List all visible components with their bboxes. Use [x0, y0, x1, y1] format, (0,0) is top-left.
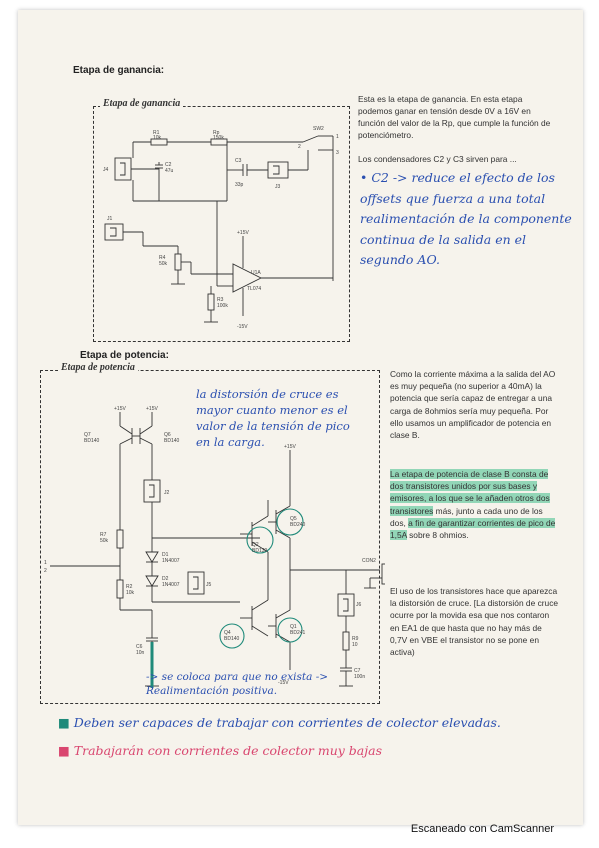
power-c6-value: 10n	[136, 650, 145, 656]
note-green-text: Deben ser capaces de trabajar con corrie…	[73, 715, 501, 730]
power-c7-value: 100n	[354, 674, 365, 680]
gain-r4-value: 50k	[159, 261, 168, 267]
gain-r3-label: R3	[217, 297, 224, 303]
gain-node-2: 2	[298, 144, 301, 150]
power-q6-label: Q6	[164, 432, 171, 438]
power-paragraph-2: La etapa de potencia de clase B consta d…	[390, 468, 560, 541]
gain-paragraph: Esta es la etapa de ganancia. En esta et…	[358, 94, 551, 140]
scanned-page: Etapa de ganancia: Etapa de ganancia	[18, 10, 583, 825]
power-q4-type: BD140	[224, 636, 240, 642]
gain-handwritten-note: • C2 -> reduce el efecto de los offsets …	[360, 170, 572, 267]
power-c7-label: C7	[354, 668, 361, 674]
gain-node-3: 3	[336, 150, 339, 156]
power-q7-type: BD140	[84, 438, 100, 444]
power-j5-label: J5	[206, 582, 212, 588]
power-vplus-3: +15V	[284, 444, 296, 450]
power-vminus: -15V	[278, 680, 289, 686]
gain-schematic: R1 10k Rp 150k SW2 1 2 3 C3 33p J3 C2 47…	[103, 126, 339, 330]
gain-rp-label: Rp	[213, 130, 220, 136]
power-q2-type: BD139	[252, 548, 268, 554]
gain-condensers-line: Los condensadores C2 y C3 sirven para ..…	[358, 154, 517, 164]
note-pink-bullet: ■ Trabajarán con corrientes de colector …	[58, 743, 382, 758]
gain-u1-label: U1A	[251, 270, 261, 276]
power-q5-label: Q5	[290, 516, 297, 522]
gain-c3-label: C3	[235, 158, 242, 164]
power-q1-type: BD241	[290, 630, 306, 636]
power-q1-label: Q1	[290, 624, 297, 630]
power-r9-value: 10	[352, 642, 358, 648]
note-pink-text: Trabajarán con corrientes de colector mu…	[73, 743, 383, 758]
power-q6-type: BD140	[164, 438, 180, 444]
power-paragraph-2-end: sobre 8 ohmios.	[406, 530, 469, 541]
gain-box-title: Etapa de ganancia	[100, 98, 184, 109]
pink-bullet-icon: ■	[58, 743, 74, 758]
green-bullet-icon: ■	[58, 715, 74, 730]
power-paragraph-2-mid: más, junto a cada uno de los dos,	[390, 505, 543, 528]
power-vplus-2: +15V	[146, 406, 158, 412]
power-d1-type: 1N4007	[162, 558, 180, 564]
power-q7-label: Q7	[84, 432, 91, 438]
gain-c2-value: 47u	[165, 168, 174, 174]
gain-r1-label: R1	[153, 130, 160, 136]
gain-c3-value: 33p	[235, 182, 244, 188]
scanner-footer: Escaneado con CamScanner	[410, 823, 554, 835]
power-j6-label: J6	[356, 602, 362, 608]
power-q5-type: BD240	[290, 522, 306, 528]
power-node-2: 2	[44, 568, 47, 574]
gain-rp-value: 150k	[213, 135, 224, 141]
power-box	[40, 370, 380, 704]
power-handwritten-distortion: la distorsión de cruce es mayor cuanto m…	[196, 387, 350, 449]
gain-heading: Etapa de ganancia:	[73, 65, 165, 76]
power-box-title: Etapa de potencia	[58, 362, 138, 373]
note-green-bullet: ■ Deben ser capaces de trabajar con corr…	[58, 715, 501, 730]
gain-j3-label: J3	[275, 184, 281, 190]
power-r7-label: R7	[100, 532, 107, 538]
power-d2-label: D2	[162, 576, 169, 582]
gain-box	[93, 106, 350, 342]
power-r9-label: R9	[352, 636, 359, 642]
gain-u1-type: TL074	[247, 286, 261, 292]
power-vplus-1: +15V	[114, 406, 126, 412]
gain-r3-value: 100k	[217, 303, 228, 309]
power-r2-value: 10k	[126, 590, 135, 596]
power-schematic: +15V +15V +15V -15V Q7 BD140 Q6 BD140 Q5…	[44, 406, 385, 688]
power-node-1: 1	[44, 560, 47, 566]
power-paragraph-1: Como la corriente máxima a la salida del…	[390, 369, 556, 441]
power-d1-label: D1	[162, 552, 169, 558]
gain-j4-label: J4	[103, 167, 109, 173]
gain-r1-value: 10k	[153, 135, 162, 141]
gain-j1-label: J1	[107, 216, 113, 222]
gain-vplus: +15V	[237, 230, 249, 236]
power-r7-value: 50k	[100, 538, 109, 544]
power-r2-label: R2	[126, 584, 133, 590]
power-d2-type: 1N4007	[162, 582, 180, 588]
power-paragraph-3: El uso de los transistores hace que apar…	[390, 586, 559, 658]
power-heading: Etapa de potencia:	[80, 350, 169, 361]
gain-vminus: -15V	[237, 324, 248, 330]
gain-sw-label: SW2	[313, 126, 324, 132]
power-q4-label: Q4	[224, 630, 231, 636]
power-q2-label: Q2	[252, 542, 259, 548]
power-j2-label: J2	[164, 490, 170, 496]
power-c6-label: C6	[136, 644, 143, 650]
gain-c2-label: C2	[165, 162, 172, 168]
power-handwritten-feedback: -> se coloca para que no exista -> Reali…	[146, 671, 329, 697]
gain-r4-label: R4	[159, 255, 166, 261]
power-con2-label: CON2	[362, 558, 376, 564]
gain-node-1: 1	[336, 134, 339, 140]
